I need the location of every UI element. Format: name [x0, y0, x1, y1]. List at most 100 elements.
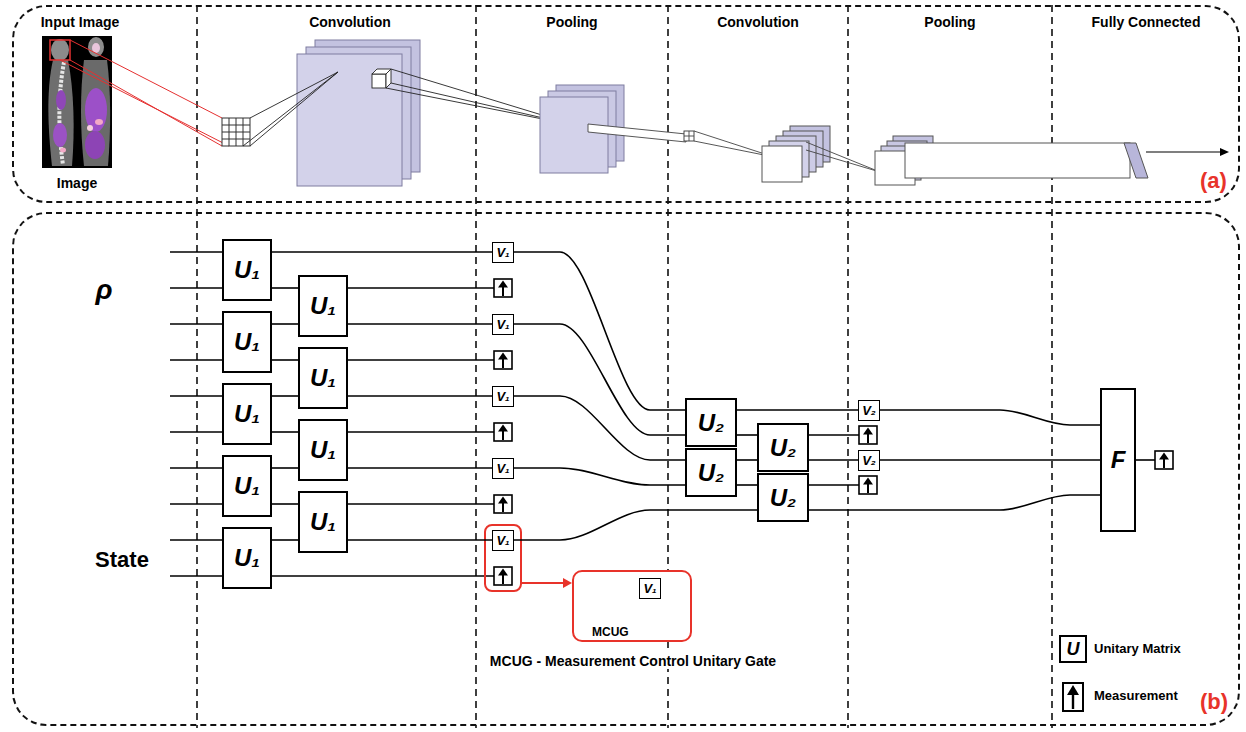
measurement-symbol [494, 279, 1173, 617]
gate-label: U₁ [310, 366, 336, 390]
pooling-gate: V₁ [492, 314, 514, 335]
column-header: Convolution [715, 14, 801, 30]
column-header: Convolution [307, 14, 393, 30]
gate-label: U₁ [310, 510, 336, 534]
pooling-gate: V₁ [492, 242, 514, 263]
unitary-gate: U₁ [298, 347, 348, 409]
qubit-wire [272, 251, 492, 253]
projection-lines [588, 124, 774, 157]
gate-label: V₁ [496, 534, 509, 547]
fully-connected-layer [905, 143, 1229, 178]
qubit-wire [514, 396, 685, 460]
qubit-wire [514, 510, 757, 540]
gate-label: V₁ [496, 318, 509, 331]
gate-label: U₁ [310, 294, 336, 318]
legend-entry: Unitary Matrix [1094, 642, 1181, 657]
column-header: Input Image [39, 14, 122, 30]
gate-label: V₁ [496, 462, 509, 475]
gate-label: U₁ [234, 330, 260, 354]
column-divider [197, 5, 1052, 728]
legend-text: Measurement [1094, 689, 1178, 704]
unitary-gate: U₂ [757, 473, 809, 522]
gate-label: U₂ [698, 411, 724, 435]
pooling-gate: V₂ [858, 450, 880, 471]
gate-label: U₁ [234, 474, 260, 498]
qubit-wire [737, 409, 858, 411]
unitary-gate: U₁ [222, 383, 272, 445]
gate-label: U₁ [234, 402, 260, 426]
projection-lines [243, 69, 578, 146]
qubit-wire [809, 459, 858, 461]
qubit-wire [272, 467, 298, 469]
receptive-field-lines [60, 40, 229, 146]
panel-frame: (a) [12, 5, 1240, 203]
inset-title: MCUG [592, 626, 629, 639]
gate-label: U₁ [234, 546, 260, 570]
state-symbol: ρ [94, 274, 115, 306]
legend-symbol: U [1066, 639, 1081, 660]
legend-entry: Measurement [1094, 689, 1178, 704]
qubit-wire [809, 495, 1100, 510]
qubit-wire [514, 468, 685, 485]
pooling-gate: V₁ [492, 386, 514, 407]
column-header: Fully Connected [1090, 14, 1203, 30]
qubit-wire [272, 287, 298, 289]
gate-label: F [1111, 448, 1126, 472]
gate-label: U₂ [770, 486, 796, 510]
qubit-wire [170, 252, 1156, 609]
unitary-gate: U₁ [222, 455, 272, 517]
kernel-grid [222, 118, 250, 146]
qubit-wire [272, 323, 298, 325]
legend-sample [1060, 636, 1086, 711]
gate-label: U₁ [234, 258, 260, 282]
gate-label: V₂ [862, 454, 876, 467]
state-label: State [93, 547, 151, 572]
unitary-gate: U₁ [222, 239, 272, 301]
qubit-wire [737, 484, 757, 486]
qubit-wire [880, 410, 1100, 425]
figure-note: MCUG - Measurement Control Unitary Gate [488, 653, 778, 669]
qubit-wire [272, 503, 298, 505]
legend-text: Unitary Matrix [1094, 642, 1181, 657]
pooling-gate: V₁ [492, 530, 514, 551]
unitary-gate: U₁ [298, 491, 348, 553]
feature-map-stack [297, 40, 420, 186]
qubit-wire [880, 459, 1100, 461]
pooling-gate: V₁ [492, 458, 514, 479]
unitary-gate: U₂ [685, 448, 737, 497]
unitary-gate: U₁ [222, 527, 272, 589]
qubit-wire [737, 459, 757, 461]
column-header: Pooling [922, 14, 977, 30]
qubit-wire [272, 431, 298, 433]
panel-frame: (b) U₁ U₁ U₁ U₁ U₁ U₁ U₁ U₁ U₁ V₁ V₁ V₁ V₁ V₁ U₂ U₂ U₂ U₂ V… [12, 212, 1240, 726]
gate-label: U₂ [770, 436, 796, 460]
unitary-gate: U₁ [298, 275, 348, 337]
mcug-inset: MCUG V₁ [572, 570, 692, 642]
mcug-highlight [485, 525, 572, 591]
gate-label: V₁ [496, 246, 509, 259]
gate-label: V₁ [643, 582, 656, 595]
qubit-wire [737, 434, 757, 436]
gate-label: V₁ [496, 390, 509, 403]
gate-label: U₂ [698, 461, 724, 485]
unitary-gate: U₁ [298, 419, 348, 481]
gate-label: U₁ [310, 438, 336, 462]
unitary-gate: U₁ [222, 311, 272, 373]
panel-tag: (b) [1200, 690, 1228, 714]
panel-tag: (a) [1200, 169, 1227, 193]
qubit-wire [514, 252, 685, 410]
qubit-wire [272, 539, 298, 541]
qubit-wire [514, 324, 685, 435]
unitary-gate: U₂ [757, 423, 809, 472]
image-caption: Image [55, 175, 99, 191]
gate-label: V₂ [862, 404, 876, 417]
pooling-gate: V₁ [639, 578, 661, 599]
column-header: Pooling [544, 14, 599, 30]
pooling-gate: V₂ [858, 400, 880, 421]
qubit-wire [272, 395, 298, 397]
qubit-wire [348, 395, 492, 397]
qubit-wire [348, 467, 492, 469]
fully-connected-gate: F [1100, 388, 1136, 532]
qubit-wire [348, 323, 492, 325]
